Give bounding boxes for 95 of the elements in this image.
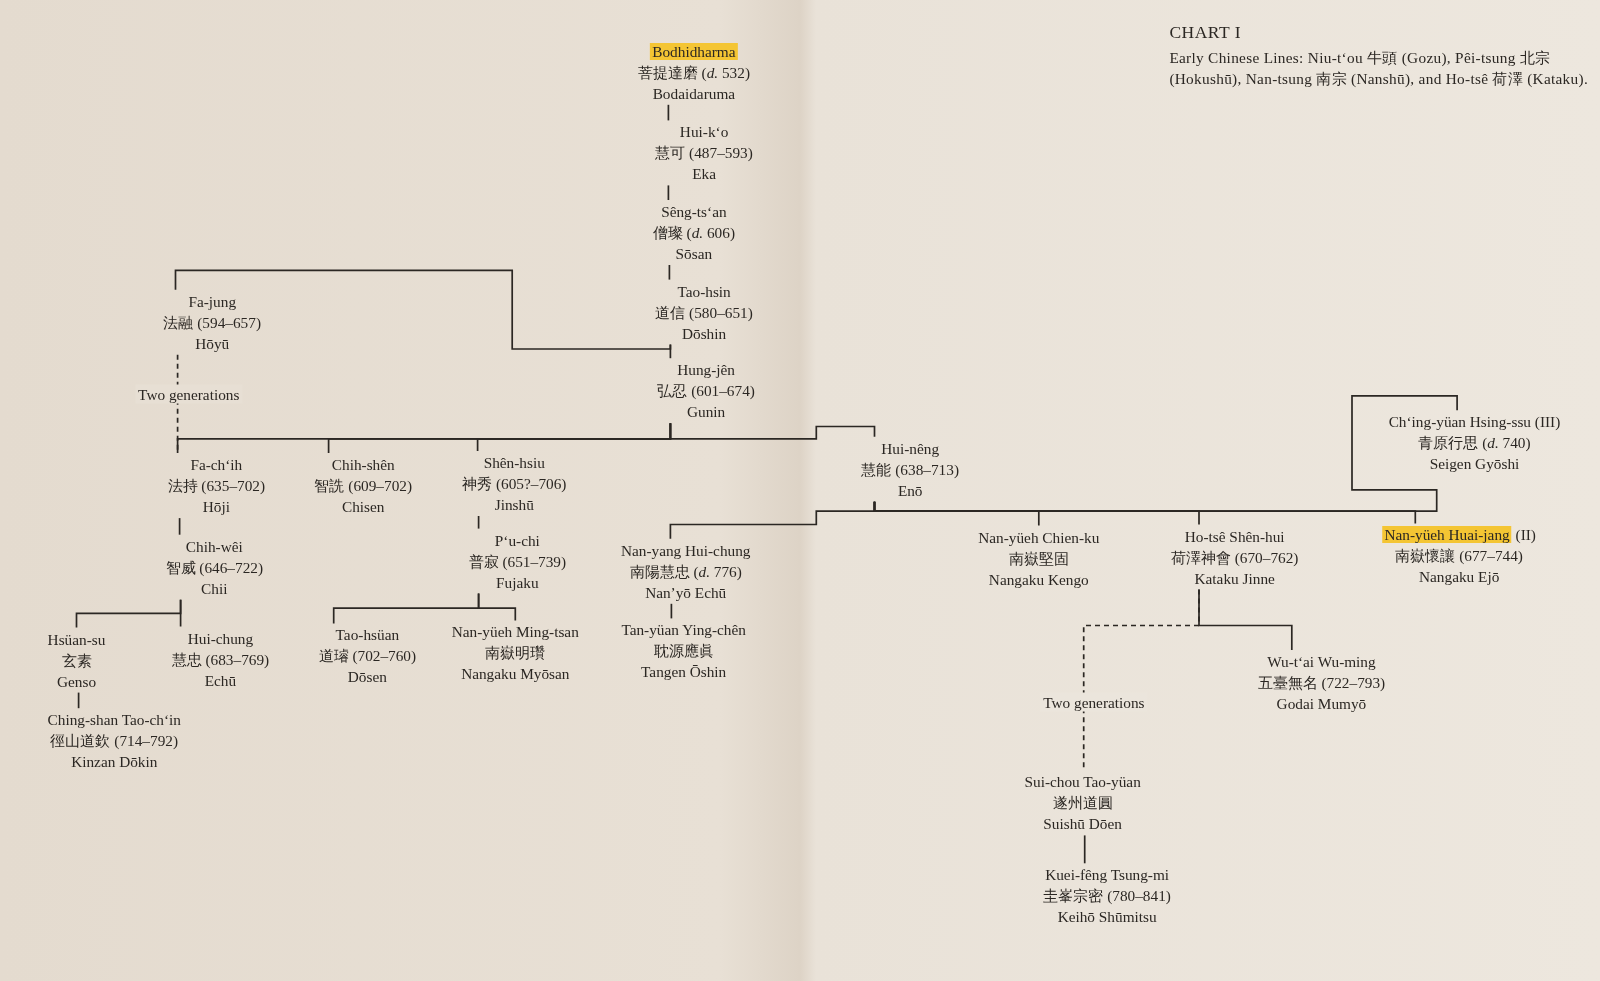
person-name: Tao-hsüan [335, 626, 400, 644]
japanese-reading: Chisen [342, 498, 385, 516]
person-name: Fa-jung [188, 292, 237, 310]
japanese-reading: Godai Mumyō [1276, 695, 1367, 712]
lineage-line [667, 103, 670, 122]
highlighted-name: Nan-yüeh Huai-jang [1382, 526, 1512, 544]
japanese-reading: Suishū Dōen [1043, 815, 1122, 833]
japanese-reading: Enō [897, 481, 923, 499]
person-name: Wu-t‘ai Wu-ming [1267, 653, 1376, 670]
japanese-reading: Kinzan Dōkin [71, 753, 158, 771]
japanese-reading: Sōsan [675, 245, 713, 262]
chinese-name: 五臺無名 (722–793) [1257, 674, 1386, 691]
chinese-name: 法持 (635–702) [167, 477, 266, 495]
japanese-reading: Nangaku Ejō [1419, 568, 1500, 586]
lineage-line [667, 184, 670, 201]
chinese-name: 南嶽明瓚 [485, 644, 546, 662]
person-name: P‘u-chi [494, 531, 540, 549]
chinese-name: 南陽慧忠 (d. 776) [629, 562, 742, 580]
lineage-line [1083, 834, 1086, 865]
japanese-reading: Bodaidaruma [652, 84, 736, 102]
chinese-name: 法融 (594–657) [163, 313, 261, 331]
chinese-name: 道璿 (702–760) [318, 647, 417, 665]
lineage-line [873, 395, 1458, 513]
japanese-reading: Echū [204, 671, 237, 689]
chinese-name: 圭峯宗密 (780–841) [1043, 887, 1171, 905]
japanese-reading: Genso [56, 672, 97, 690]
japanese-reading: Nangaku Myōsan [461, 665, 570, 683]
chinese-name: 南嶽堅固 [1008, 549, 1069, 567]
lineage-line [477, 592, 517, 622]
lineage-number: (III) [1534, 413, 1561, 431]
person-name: Hsüan-su [47, 630, 106, 648]
chinese-name: 遂州道圓 [1052, 794, 1113, 812]
person-name: Hui-k‘o [679, 123, 729, 141]
person-name: Chih-shên [331, 456, 395, 474]
chinese-name: 弘忍 (601–674) [657, 382, 755, 400]
lineage-line [669, 422, 876, 440]
lineage-line [477, 515, 480, 530]
person-name: Ching-shan Tao-ch‘in [47, 711, 181, 729]
person-name: Tao-hsin [677, 282, 731, 300]
person-name: Nan-yang Hui-chung [620, 541, 751, 559]
chart-title: CHART I [1169, 22, 1242, 44]
chinese-name: 普寂 (651–739) [468, 552, 567, 570]
japanese-reading: Keihō Shūmitsu [1057, 908, 1157, 926]
lineage-line [179, 598, 182, 628]
chinese-name: 智詵 (609–702) [314, 477, 413, 495]
person-name: Hung-jên [677, 361, 735, 379]
chinese-name: 耽源應眞 [653, 642, 714, 660]
japanese-reading: Kataku Jinne [1194, 569, 1275, 587]
lineage-line [178, 517, 181, 536]
person-name: Nan-yüeh Chien-ku [978, 528, 1100, 546]
chinese-name: 青原行思 (d. 740) [1418, 434, 1531, 452]
person-name: Hui-chung [187, 629, 254, 647]
japanese-reading: Fujaku [496, 573, 539, 591]
chinese-name: 慧能 (638–713) [861, 460, 959, 478]
japanese-reading: Nan’yō Echū [645, 583, 727, 601]
japanese-reading: Hōji [202, 498, 230, 516]
person-name: Sui-chou Tao-yüan [1024, 773, 1141, 791]
person-name: Sêng-ts‘an [661, 203, 727, 220]
japanese-reading: Dōshin [681, 324, 727, 342]
japanese-reading: Jinshū [494, 496, 534, 514]
lineage-number: (II) [1515, 526, 1536, 544]
japanese-reading: Hōyū [195, 334, 230, 352]
japanese-reading: Chii [201, 579, 228, 597]
chinese-name: 神秀 (605?–706) [462, 475, 567, 493]
chinese-name: 慧忠 (683–769) [171, 650, 270, 668]
chinese-name: 玄素 [61, 651, 92, 669]
chinese-name: 荷澤神會 (670–762) [1170, 548, 1299, 566]
japanese-reading: Nangaku Kengo [988, 570, 1089, 588]
person-name: Ch‘ing-yüan Hsing-ssu [1388, 413, 1531, 431]
japanese-reading: Seigen Gyōshi [1429, 455, 1520, 473]
lineage-line [669, 343, 672, 360]
chinese-name: 菩提達磨 (d. 532) [637, 63, 750, 81]
lineage-line [77, 691, 80, 710]
chinese-name: 智威 (646–722) [165, 558, 264, 576]
person-name: Tan-yüan Ying-chên [621, 621, 746, 639]
japanese-reading: Eka [692, 165, 716, 183]
person-name: Shên-hsiu [483, 454, 545, 472]
lineage-line [174, 269, 672, 350]
chinese-name: 徑山道欽 (714–792) [50, 732, 179, 750]
person-name: Fa-ch‘ih [190, 456, 243, 474]
japanese-reading: Tangen Ōshin [641, 663, 727, 681]
lineage-line [668, 264, 671, 281]
chinese-name: 僧璨 (d. 606) [652, 224, 735, 241]
person-name: Hui-nêng [881, 439, 940, 457]
person-name: Nan-yüeh Ming-tsan [451, 623, 579, 641]
japanese-reading: Dōsen [347, 668, 387, 686]
chinese-name: 慧可 (487–593) [655, 144, 753, 162]
person-name: Chih-wêi [185, 537, 243, 555]
person-name: Kuei-fêng Tsung-mi [1045, 866, 1170, 884]
person-name: Ho-tsê Shên-hui [1184, 527, 1285, 545]
japanese-reading: Gunin [687, 403, 726, 421]
chart-caption: Early Chinese Lines: Niu-t‘ou 牛頭 (Gozu), Pêi-tsung 北宗 (Hokushū), Nan-tsung 南宗 (Nanshū), and Ho-tsê 荷澤 (Kataku). [1169, 47, 1590, 90]
lineage-line [670, 602, 673, 620]
chinese-name: 南嶽懷讓 (677–744) [1395, 547, 1523, 565]
chinese-name: 道信 (580–651) [655, 303, 753, 321]
